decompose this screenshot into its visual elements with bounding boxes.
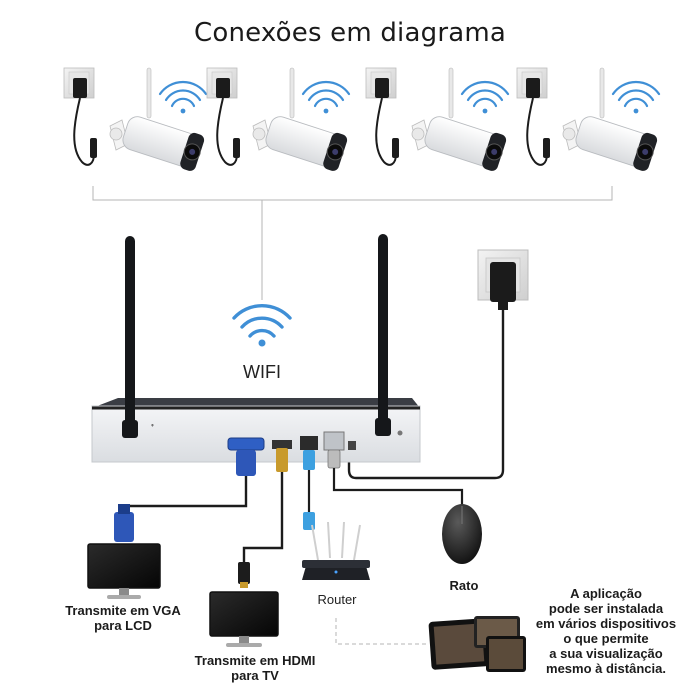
app-caption-line-5: a sua visualização: [549, 646, 663, 661]
nvr-recorder: ᛭: [91, 234, 421, 463]
wireless-camera-3: [364, 66, 510, 174]
hdmi-cable: [238, 448, 288, 588]
hdmi-monitor-icon: [209, 591, 279, 647]
wifi-label: WIFI: [243, 362, 281, 382]
router-icon: [302, 521, 370, 580]
ethernet-cable: [303, 450, 315, 530]
hdmi-caption: Transmite em HDMI para TV: [180, 653, 330, 683]
wireless-camera-2: [205, 66, 351, 174]
wifi-icon: [232, 304, 292, 347]
power-outlet-icon: [477, 249, 529, 310]
app-caption-line-1: A aplicação: [570, 586, 642, 601]
vga-caption: Transmite em VGA para LCD: [48, 603, 198, 633]
hdmi-caption-line-2: para TV: [231, 668, 279, 683]
remote-access-connector: [335, 618, 428, 645]
app-caption-line-4: o que permite: [563, 631, 649, 646]
vga-monitor-icon: [87, 543, 161, 599]
app-caption-line-2: pode ser instalada: [548, 601, 664, 616]
usb-cable: [327, 449, 464, 506]
camera-group-bracket: [92, 186, 613, 300]
mobile-devices-icon: [428, 616, 526, 672]
vga-cable: [114, 450, 256, 542]
diagram-title: Conexões em diagrama: [193, 18, 506, 48]
hdmi-caption-line-1: Transmite em HDMI: [194, 653, 316, 668]
app-caption: A aplicação pode ser instalada em vários…: [520, 586, 692, 676]
router-label: Router: [317, 592, 357, 607]
mouse-label: Rato: [449, 578, 479, 593]
wireless-camera-4: [515, 66, 661, 174]
vga-caption-line-2: para LCD: [94, 618, 152, 633]
app-caption-line-3: em vários dispositivos: [535, 616, 677, 631]
svg-text:᛭: ᛭: [150, 421, 155, 430]
mouse-icon: [442, 504, 482, 564]
wireless-camera-1: [62, 66, 208, 174]
power-cable: [347, 310, 505, 480]
vga-caption-line-1: Transmite em VGA: [65, 603, 181, 618]
app-caption-line-6: mesmo à distância.: [546, 661, 666, 676]
